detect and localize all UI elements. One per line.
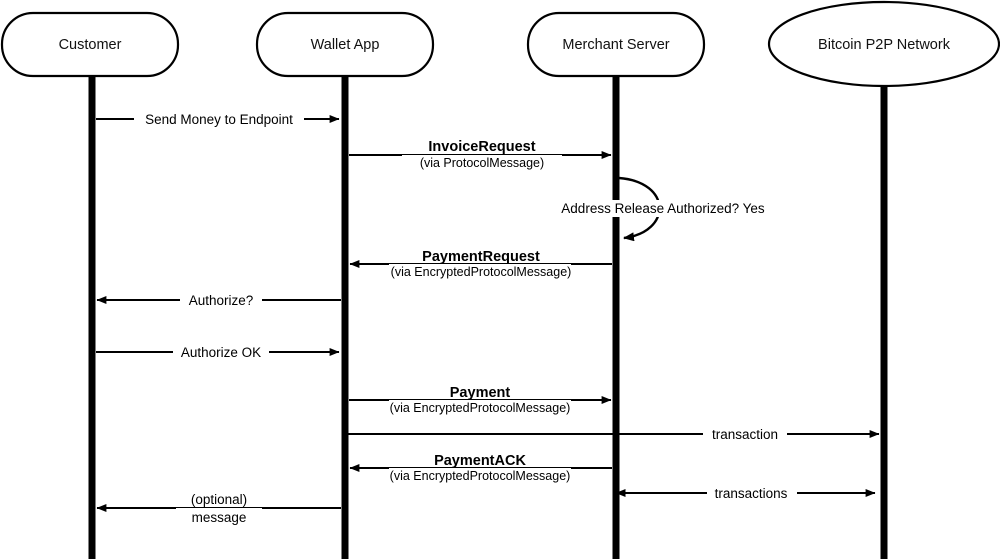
- message-label-bg-payment: [389, 382, 571, 397]
- participant-customer[interactable]: Customer: [0, 11, 180, 78]
- message-sublabel-bg-optional-message: [176, 508, 262, 526]
- participant-merchant-server[interactable]: Merchant Server: [526, 11, 706, 78]
- message-label-bg-invoice-request: [402, 136, 562, 151]
- message-sublabel-bg-payment-ack: [389, 468, 571, 485]
- message-authorize-query[interactable]: Authorize?: [96, 291, 341, 310]
- message-payment-request[interactable]: PaymentRequest (via EncryptedProtocolMes…: [349, 246, 612, 281]
- message-invoice-request[interactable]: InvoiceRequest (via ProtocolMessage): [349, 136, 612, 172]
- message-sublabel-bg-invoice-request: [402, 155, 562, 172]
- message-payment[interactable]: Payment (via EncryptedProtocolMessage): [349, 382, 612, 417]
- message-sublabel-bg-payment-request: [389, 264, 571, 281]
- message-payment-ack[interactable]: PaymentACK (via EncryptedProtocolMessage…: [349, 450, 612, 485]
- message-label-transactions: transactions: [715, 486, 788, 501]
- participant-wallet-app[interactable]: Wallet App: [255, 11, 435, 78]
- message-address-release-authorized[interactable]: Address Release Authorized? Yes: [552, 176, 774, 242]
- message-label-invoice-request: InvoiceRequest: [428, 139, 535, 155]
- message-sublabel-invoice-request: (via ProtocolMessage): [420, 156, 544, 170]
- message-label-bg-address-release-authorized: [552, 200, 774, 217]
- participant-bitcoin-network[interactable]: Bitcoin P2P Network: [767, 0, 1000, 88]
- participant-label-customer: Customer: [59, 37, 122, 53]
- message-label-bg-transaction: [703, 425, 787, 444]
- participant-box-customer: [0, 11, 180, 78]
- message-label-bg-transactions: [707, 484, 797, 503]
- participant-box-merchant-server: [526, 11, 706, 78]
- message-label-bg-optional-message: [176, 490, 262, 505]
- message-label-send-money: Send Money to Endpoint: [145, 112, 293, 127]
- message-label-payment-ack: PaymentACK: [434, 453, 526, 469]
- participant-label-wallet-app: Wallet App: [311, 37, 380, 53]
- participant-ellipse-bitcoin-network: [767, 0, 1000, 88]
- participant-label-merchant-server: Merchant Server: [562, 37, 669, 53]
- message-authorize-ok[interactable]: Authorize OK: [96, 343, 340, 362]
- message-label-bg-payment-request: [389, 246, 571, 261]
- message-transaction[interactable]: transaction: [348, 425, 880, 444]
- message-label-authorize-query: Authorize?: [189, 293, 254, 308]
- message-label-optional-message: (optional): [191, 492, 247, 507]
- participant-box-wallet-app: [255, 11, 435, 78]
- message-sublabel-optional-message: message: [192, 510, 247, 525]
- message-optional-message[interactable]: (optional) message: [96, 490, 341, 526]
- message-label-bg-payment-ack: [389, 450, 571, 465]
- message-label-bg-authorize-ok: [173, 343, 269, 362]
- message-label-authorize-ok: Authorize OK: [181, 345, 261, 360]
- message-label-transaction: transaction: [712, 427, 778, 442]
- lifelines-group: [88, 76, 888, 559]
- message-label-payment-request: PaymentRequest: [422, 249, 540, 265]
- message-sublabel-payment-request: (via EncryptedProtocolMessage): [391, 265, 572, 279]
- message-send-money[interactable]: Send Money to Endpoint: [96, 110, 340, 129]
- message-label-payment: Payment: [450, 385, 511, 401]
- participant-label-bitcoin-network: Bitcoin P2P Network: [818, 37, 951, 53]
- message-label-bg-authorize-query: [180, 291, 262, 310]
- message-sublabel-payment: (via EncryptedProtocolMessage): [390, 401, 571, 415]
- message-label-address-release-authorized: Address Release Authorized? Yes: [561, 201, 765, 216]
- message-sublabel-payment-ack: (via EncryptedProtocolMessage): [390, 469, 571, 483]
- message-sublabel-bg-payment: [389, 400, 571, 417]
- message-transactions[interactable]: transactions: [615, 484, 876, 503]
- message-label-bg-send-money: [134, 110, 304, 129]
